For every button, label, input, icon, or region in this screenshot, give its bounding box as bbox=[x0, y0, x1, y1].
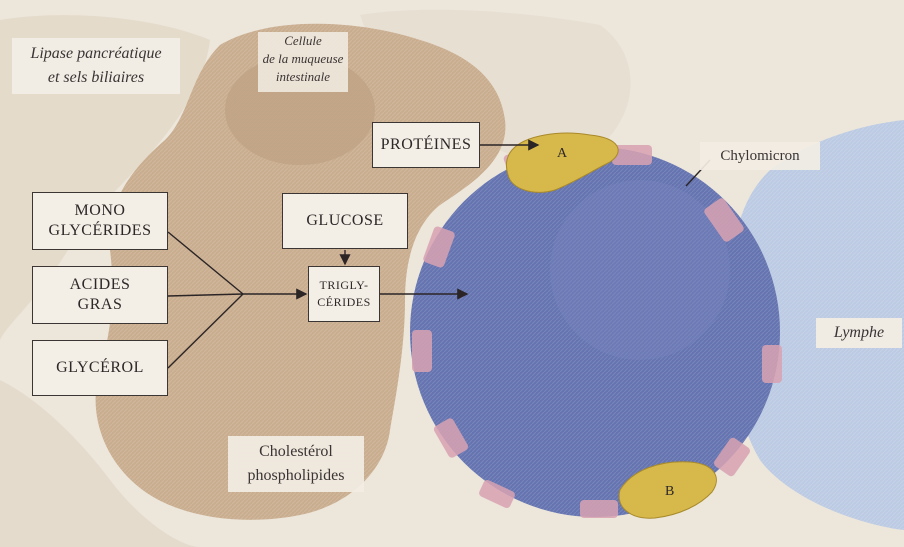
acides-gras-box: ACIDES GRAS bbox=[32, 266, 168, 324]
marker-a: A bbox=[557, 146, 567, 162]
chylomicron-label: Chylomicron bbox=[700, 142, 820, 170]
triglycerides-box: TRIGLY- CÉRIDES bbox=[308, 266, 380, 322]
proteines-box: PROTÉINES bbox=[372, 122, 480, 168]
cellule-label: Cellule de la muqueuse intestinale bbox=[258, 32, 348, 92]
marker-b: B bbox=[665, 484, 674, 500]
cholesterol-label: Cholestérol phospholipides bbox=[228, 436, 364, 492]
lymphe-label: Lymphe bbox=[816, 318, 902, 348]
glucose-box: GLUCOSE bbox=[282, 193, 408, 249]
monoglycerides-box: MONO GLYCÉRIDES bbox=[32, 192, 168, 250]
lipase-label: Lipase pancréatique et sels biliaires bbox=[12, 38, 180, 94]
glycerol-box: GLYCÉROL bbox=[32, 340, 168, 396]
